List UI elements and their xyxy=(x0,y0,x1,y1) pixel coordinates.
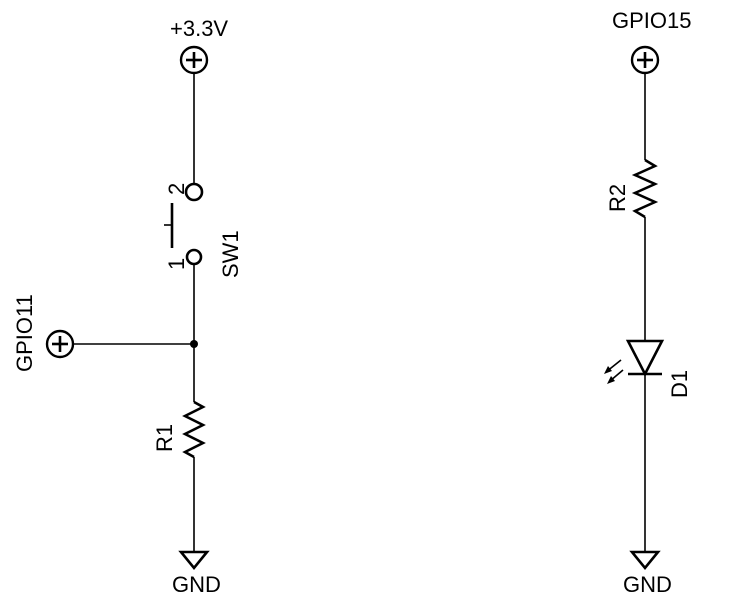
r2-resistor xyxy=(631,158,659,219)
gpio15-label: GPIO15 xyxy=(612,8,691,33)
sw1-ref-label: SW1 xyxy=(218,230,243,278)
gnd-right-symbol xyxy=(629,550,661,571)
d1-led xyxy=(604,339,665,384)
vcc-label: +3.3V xyxy=(170,16,228,41)
r1-ref-label: R1 xyxy=(152,424,177,452)
r2-ref-label: R2 xyxy=(605,184,630,212)
sw1-pin1-label: 1 xyxy=(164,258,189,270)
vcc-power-port xyxy=(179,45,209,75)
gnd-left-label: GND xyxy=(172,572,221,597)
gpio15-port xyxy=(630,45,660,75)
sw1-switch xyxy=(164,182,204,266)
gnd-right-label: GND xyxy=(623,572,672,597)
gpio11-label: GPIO11 xyxy=(12,294,37,372)
gnd-left-symbol xyxy=(178,550,210,571)
d1-ref-label: D1 xyxy=(667,370,692,398)
sw1-pin2-label: 2 xyxy=(164,183,189,195)
r1-resistor xyxy=(182,400,206,459)
gpio11-port xyxy=(45,329,75,359)
